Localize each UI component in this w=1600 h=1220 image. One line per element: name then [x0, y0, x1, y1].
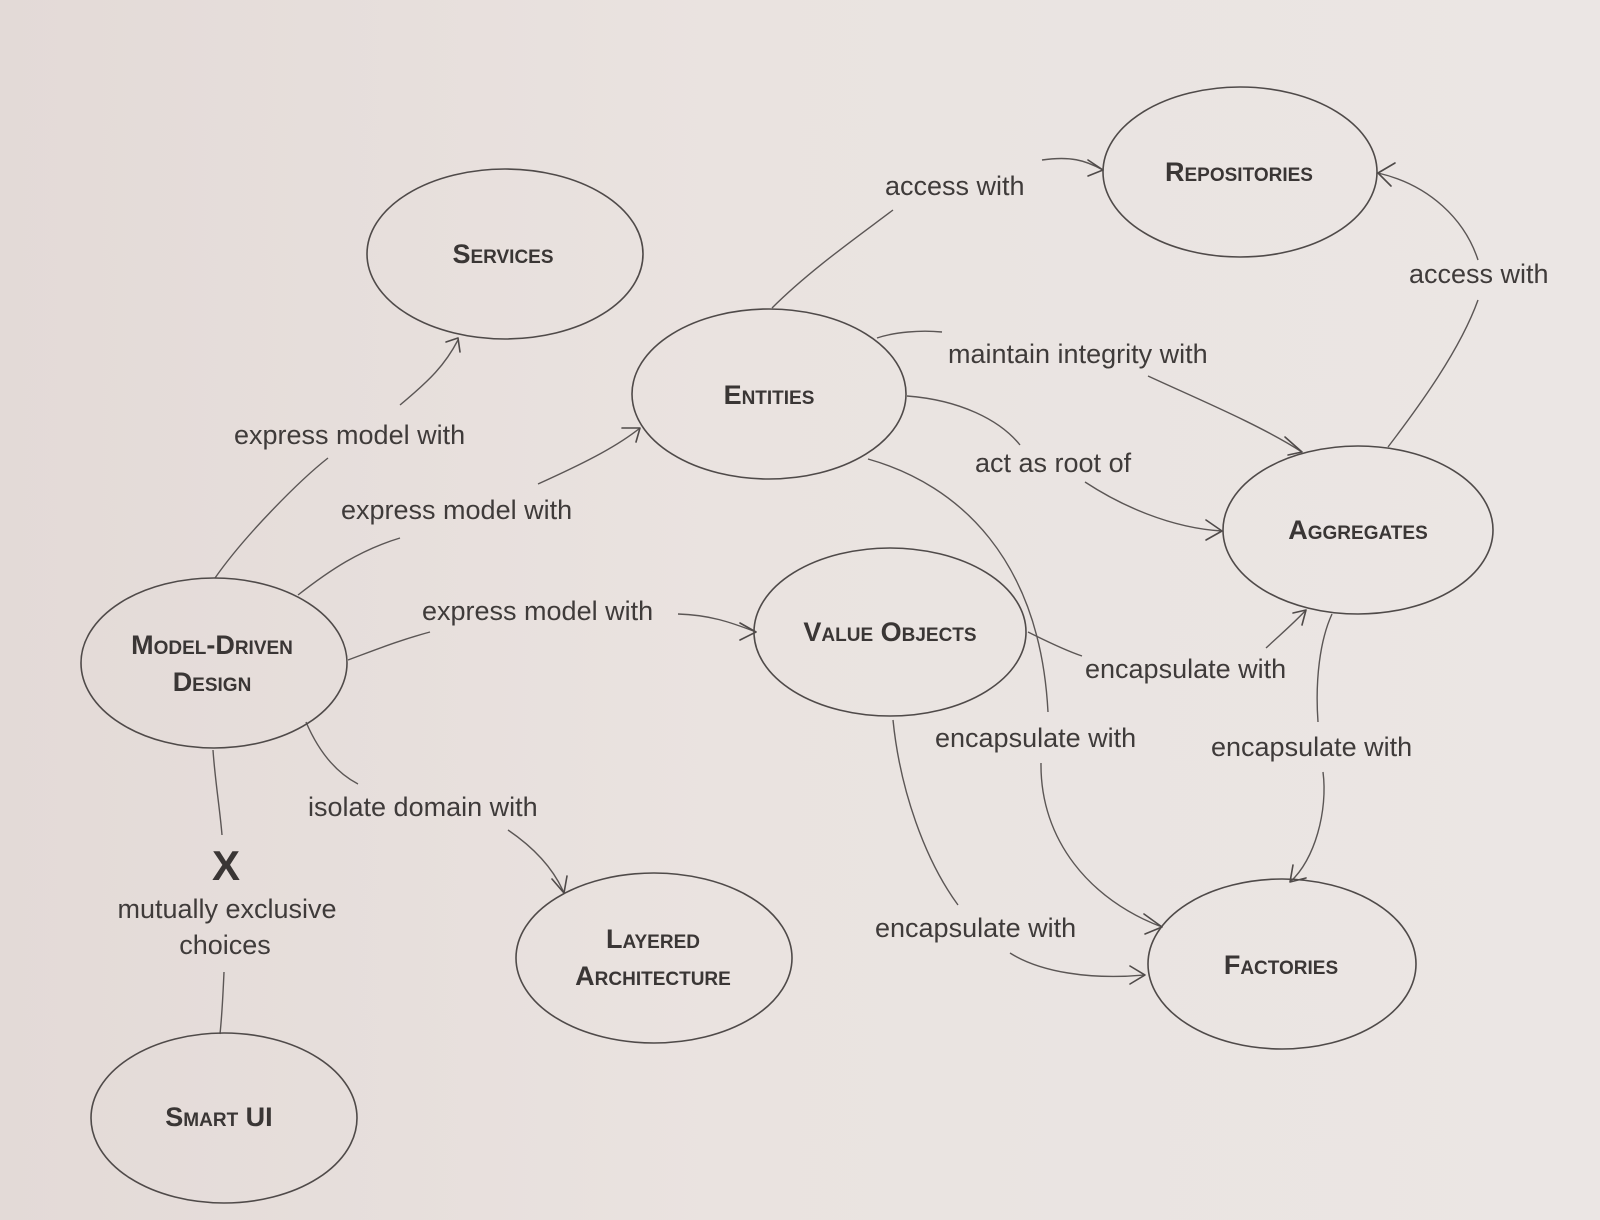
- edge-label-aggregates-factories: encapsulate with: [1211, 732, 1412, 762]
- edge-label-mdd-entities: express model with: [341, 495, 572, 525]
- mutually-exclusive-x-mark: X: [212, 842, 240, 889]
- node-repositories: Repositories: [1102, 86, 1378, 258]
- arrow-value-objects-aggregates: [1292, 609, 1307, 626]
- edge-label-entities-factories: encapsulate with: [935, 723, 1136, 753]
- node-model-driven-design-label-line1: Model-Driven: [131, 630, 293, 660]
- node-model-driven-design-label-line2: Design: [173, 667, 252, 697]
- edge-entities-factories-lower: [1040, 762, 1163, 928]
- node-aggregates-label: Aggregates: [1288, 515, 1428, 545]
- edge-aggregates-repositories-lower: [1387, 299, 1479, 448]
- edge-label-entities-aggregates-integrity: maintain integrity with: [948, 339, 1208, 369]
- node-services-label: Services: [452, 239, 553, 269]
- arrow-mdd-entities: [621, 427, 641, 443]
- edge-label-mdd-services: express model with: [234, 420, 465, 450]
- edge-entities-repositories-lower: [771, 209, 894, 309]
- arrow-entities-aggregates-integrity: [1284, 436, 1303, 456]
- node-services: Services: [366, 168, 644, 340]
- edge-mdd-value-objects-lower: [347, 631, 431, 661]
- edge-mdd-entities-lower: [297, 537, 401, 596]
- edge-value-objects-aggregates-upper: [1265, 609, 1307, 649]
- edge-label-mdd-value-objects: express model with: [422, 596, 653, 626]
- edge-label-mdd-layered: isolate domain with: [308, 792, 538, 822]
- edge-mdd-value-objects-upper: [677, 613, 757, 633]
- node-aggregates: Aggregates: [1222, 445, 1494, 615]
- edge-label-entities-aggregates-root: act as root of: [975, 448, 1132, 478]
- edge-label-entities-repositories: access with: [885, 171, 1025, 201]
- node-layered-architecture-label-line1: Layered: [606, 924, 700, 954]
- mutually-exclusive-label-line1: mutually exclusive: [117, 894, 336, 924]
- node-value-objects-label: Value Objects: [803, 617, 976, 647]
- edge-entities-factories-upper: [867, 458, 1049, 713]
- edge-aggregates-factories-lower: [1289, 771, 1325, 883]
- edge-mdd-entities-upper: [537, 427, 641, 485]
- arrow-mdd-services: [445, 337, 461, 353]
- node-smart-ui: Smart UI: [90, 1032, 358, 1204]
- node-model-driven-design: Model-Driven Design: [80, 577, 348, 749]
- node-value-objects: Value Objects: [753, 547, 1027, 717]
- node-entities-label: Entities: [724, 380, 815, 410]
- arrow-value-objects-factories: [1129, 965, 1146, 985]
- arrow-entities-repositories: [1087, 159, 1104, 177]
- edge-mdd-exclusive-top: [212, 749, 223, 836]
- edge-label-aggregates-repositories: access with: [1409, 259, 1549, 289]
- node-layered-architecture: Layered Architecture: [515, 872, 793, 1044]
- edge-value-objects-factories-upper: [892, 719, 959, 906]
- edge-entities-aggregates-root-upper: [1084, 481, 1223, 532]
- node-layered-architecture-label-line2: Architecture: [575, 961, 731, 991]
- edge-label-value-objects-aggregates: encapsulate with: [1085, 654, 1286, 684]
- edge-mdd-layered-lower: [305, 721, 359, 785]
- arrow-aggregates-repositories: [1377, 162, 1396, 187]
- edge-mdd-services-upper: [399, 339, 459, 406]
- node-repositories-label: Repositories: [1165, 157, 1313, 187]
- edge-mdd-services-lower: [214, 457, 329, 579]
- node-factories: Factories: [1147, 878, 1417, 1050]
- node-factories-label: Factories: [1224, 950, 1338, 980]
- edge-value-objects-aggregates-lower: [1027, 631, 1083, 657]
- edge-entities-aggregates-integrity-lower: [876, 330, 943, 339]
- edge-mdd-layered-upper: [507, 829, 565, 894]
- node-entities: Entities: [631, 308, 907, 480]
- edge-entities-aggregates-root-lower: [906, 395, 1021, 446]
- edge-label-value-objects-factories: encapsulate with: [875, 913, 1076, 943]
- node-smart-ui-label: Smart UI: [165, 1102, 272, 1132]
- arrow-mdd-value-objects: [739, 622, 757, 641]
- mutually-exclusive-label-line2: choices: [179, 930, 271, 960]
- edge-aggregates-factories-upper: [1316, 613, 1333, 723]
- edge-entities-aggregates-integrity-upper: [1147, 375, 1303, 453]
- arrow-entities-aggregates-root: [1205, 519, 1223, 541]
- edge-aggregates-repositories-upper: [1377, 172, 1479, 261]
- edge-mdd-exclusive-bottom: [219, 971, 225, 1035]
- edge-value-objects-factories-lower: [1009, 952, 1146, 978]
